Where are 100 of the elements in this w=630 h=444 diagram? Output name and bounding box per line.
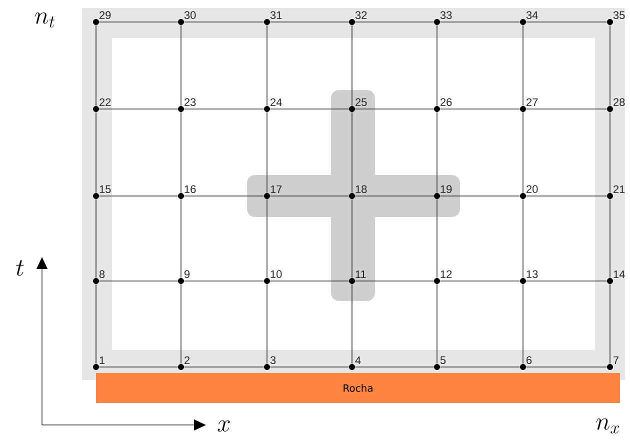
grid-line [270, 366, 350, 368]
node-label: 32 [355, 11, 367, 20]
node-label: 21 [614, 185, 625, 194]
node-label: 3 [270, 356, 276, 364]
grid-line [440, 366, 520, 368]
grid-line [98, 280, 178, 282]
node-label: 4 [355, 356, 361, 364]
grid-line [522, 284, 524, 364]
node-label: 20 [526, 185, 538, 194]
grid-line [526, 366, 608, 368]
grid-point: 29 [93, 11, 111, 25]
node-label: 17 [270, 185, 282, 194]
node-label: 29 [100, 11, 111, 20]
node-label: 14 [614, 270, 625, 278]
node-label: 15 [100, 185, 111, 194]
grid-line [522, 198, 524, 278]
grid-point: 24 [264, 98, 282, 112]
node-label: 5 [440, 356, 446, 364]
grid-point: 11 [349, 270, 366, 284]
grid-point: 23 [178, 98, 196, 112]
node-label: 27 [526, 98, 538, 106]
node-label: 30 [184, 11, 196, 20]
grid-line [436, 284, 438, 364]
axis-label: $x$ [218, 420, 230, 432]
grid-point: 14 [607, 270, 625, 284]
node-label: 19 [440, 185, 452, 194]
grid-line [522, 112, 524, 194]
node-label: 26 [440, 98, 452, 106]
grid-line [180, 24, 182, 106]
grid-point: 20 [520, 185, 538, 199]
grid-line [526, 280, 608, 282]
grid-point: 35 [607, 11, 625, 25]
grid-line [354, 366, 434, 368]
node-label: 6 [526, 356, 532, 364]
grid-point: 31 [264, 11, 282, 25]
grid-line [354, 280, 434, 282]
grid-point: 26 [434, 98, 452, 112]
node-label: 31 [270, 11, 282, 20]
grid-point: 32 [349, 11, 367, 25]
grid-line [266, 284, 268, 364]
grid-point: 5 [434, 356, 446, 370]
grid-line [180, 112, 182, 194]
grid-point: 7 [607, 356, 619, 370]
grid-point: 34 [520, 11, 538, 25]
node-label: 2 [184, 356, 190, 364]
grid-point: 16 [178, 185, 196, 199]
grid-point: 10 [264, 270, 282, 284]
node-label: 9 [184, 270, 190, 278]
grid-line [184, 108, 264, 110]
grid-line [266, 198, 268, 278]
grid-point: 27 [520, 98, 538, 112]
grid-point: 15 [93, 185, 111, 199]
grid-line [440, 280, 520, 282]
node-label: 24 [270, 98, 282, 106]
grid-point: 8 [93, 270, 105, 284]
node-label: 11 [356, 270, 366, 278]
grid-point: 17 [264, 185, 282, 199]
node-label: 28 [614, 98, 625, 106]
node-label: 34 [526, 11, 538, 20]
grid-line [266, 112, 268, 194]
rock-layer: Rocha [96, 372, 620, 403]
grid-point: 9 [178, 270, 190, 284]
grid-line [440, 108, 520, 110]
node-label: 16 [184, 185, 196, 194]
node-label: 33 [440, 11, 452, 20]
node-label: 7 [614, 356, 619, 364]
node-label: 25 [356, 98, 367, 106]
grid-point: 1 [93, 356, 105, 370]
grid-line [522, 24, 524, 106]
grid-point: 2 [178, 356, 190, 370]
node-label: 8 [99, 270, 105, 278]
node-label: 10 [270, 270, 282, 278]
node-label: 13 [526, 270, 538, 278]
axis-label: $n_x$ [596, 418, 620, 434]
grid-point: 3 [264, 356, 276, 370]
node-label: 22 [100, 98, 111, 106]
grid-point: 25 [349, 98, 367, 112]
node-label: 23 [184, 98, 196, 106]
grid-line [98, 108, 178, 110]
grid-point: 4 [349, 356, 361, 370]
grid-line [180, 284, 182, 364]
node-label: 1 [100, 356, 105, 364]
node-label: 35 [613, 11, 625, 20]
grid-point: 12 [434, 270, 452, 284]
grid-point: 33 [434, 11, 452, 25]
grid-line [180, 198, 182, 278]
axis-label: $t$ [16, 260, 24, 276]
grid-point: 28 [607, 98, 625, 112]
grid-line [354, 108, 434, 110]
grid-point: 21 [607, 185, 625, 199]
grid-line [98, 366, 178, 368]
grid-line [270, 280, 350, 282]
grid-line [436, 24, 438, 106]
grid-point: 6 [520, 356, 532, 370]
grid-point: 30 [178, 11, 196, 25]
grid-line [436, 198, 438, 278]
grid-line [270, 108, 350, 110]
grid-point: 13 [520, 270, 538, 284]
grid-point: 19 [434, 185, 452, 199]
node-label: 12 [440, 270, 452, 278]
